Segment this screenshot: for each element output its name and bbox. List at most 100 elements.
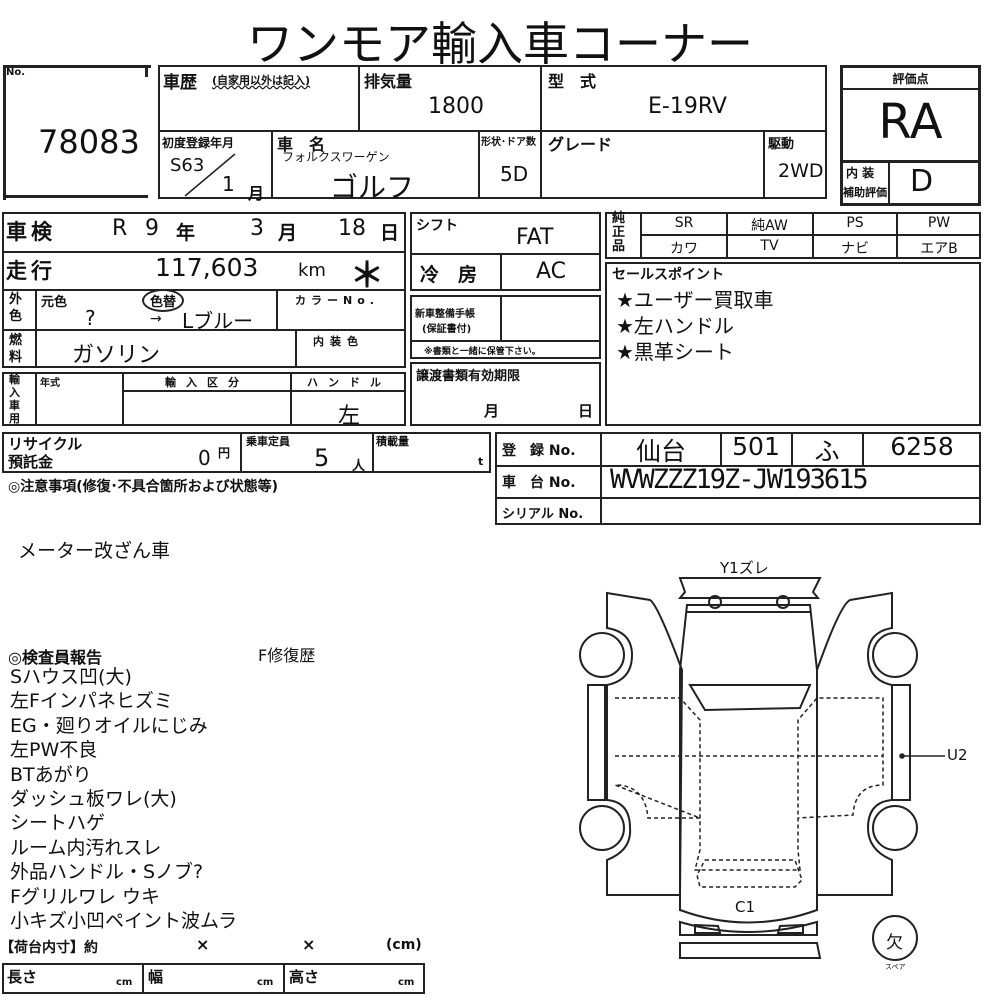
- score-box: [840, 65, 981, 206]
- interior-score-sublabel: 補助評価: [843, 186, 887, 199]
- lot-box-corner: [145, 65, 148, 77]
- options-table: [605, 212, 981, 259]
- car-name: ゴルフ: [330, 171, 415, 204]
- serial-label: シリアル No.: [502, 507, 584, 522]
- maintenance-label: 新車整備手帳: [415, 309, 475, 320]
- report-item: BTあがり: [10, 763, 92, 786]
- color-no-label: カラーNo.: [295, 294, 379, 307]
- lot-box-bottom: [3, 195, 148, 198]
- notes-label: ◎注意事項(修復･不具合箇所および状態等): [8, 479, 279, 495]
- divider: [158, 130, 827, 132]
- divider: [122, 372, 124, 426]
- drive-value: 2WD: [778, 160, 824, 182]
- recycle-sublabel: 預託金: [8, 453, 54, 471]
- divider: [410, 340, 601, 342]
- damage-label-right-sill: U2: [947, 746, 968, 764]
- handle-value: 左: [338, 404, 361, 429]
- divider: [600, 432, 602, 525]
- sheet-title: ワンモア輸入車コーナー: [247, 17, 753, 71]
- times-sign: ×: [302, 935, 316, 954]
- shift-value: FAT: [516, 225, 554, 250]
- inspection-day: 18: [338, 216, 366, 241]
- report-item: 左PW不良: [10, 739, 98, 762]
- cm-unit: cm: [257, 977, 274, 988]
- cargo-label: 【荷台内寸】約: [0, 940, 98, 956]
- divider: [276, 289, 278, 330]
- arrow-icon: →: [150, 311, 162, 327]
- transfer-label: 譲渡書類有効期限: [416, 369, 521, 384]
- lot-number: 78083: [38, 123, 140, 161]
- lot-box: [3, 65, 151, 200]
- report-item: シートハゲ: [10, 812, 106, 835]
- divider: [271, 130, 273, 199]
- load-label: 積載量: [376, 435, 409, 448]
- maintenance-block: [410, 295, 601, 359]
- import-block: [2, 372, 406, 426]
- slash-mark: [184, 153, 236, 197]
- year-unit: 年: [176, 222, 196, 244]
- sales-point: ★黒革シート: [616, 340, 734, 364]
- report-item: 小キズ小凹ペイント波ムラ: [10, 909, 238, 932]
- handle-label: ハンドル: [307, 376, 391, 389]
- car-diagram: [579, 577, 945, 961]
- notes-text: メーター改ざん車: [18, 540, 171, 562]
- divider: [640, 212, 642, 259]
- mileage-value: 117,603: [155, 253, 259, 282]
- divider: [2, 251, 406, 253]
- registration-class: 501: [732, 432, 780, 461]
- interior-color-label: 内装色: [313, 335, 364, 348]
- shift-ac-block: [410, 212, 601, 291]
- damage-label-rear-bumper: Y1ズレ: [720, 559, 769, 577]
- divider: [478, 130, 480, 199]
- first-reg-year: S63: [170, 155, 205, 176]
- cm-unit: cm: [398, 977, 415, 988]
- score-value: RA: [878, 94, 943, 150]
- cargo-table: [2, 963, 425, 994]
- transfer-block: [410, 362, 601, 426]
- doors-label: 形状･ドア数: [481, 137, 536, 148]
- grade-label: グレード: [548, 135, 613, 154]
- option-item: PW: [927, 215, 951, 231]
- recycle-unit: 円: [218, 446, 231, 460]
- times-sign: ×: [196, 935, 210, 954]
- divider: [726, 212, 728, 259]
- report-item: Fグリルワレ ウキ: [10, 885, 160, 908]
- history-label: 車歴: [163, 73, 197, 93]
- fuel-value: ガソリン: [72, 343, 161, 368]
- lot-label: No.: [6, 67, 26, 78]
- option-item: SR: [674, 215, 694, 231]
- divider: [410, 253, 601, 255]
- maintenance-sublabel: (保証書付): [422, 324, 472, 335]
- mileage-asterisk: ＊: [350, 256, 384, 296]
- cargo-unit: (cm): [386, 937, 422, 953]
- report-item: ダッシュ板ワレ(大): [10, 787, 177, 810]
- import-label: 輸入車用: [9, 373, 20, 425]
- color-label: 外色: [9, 292, 23, 324]
- recycle-row: [2, 432, 491, 473]
- transfer-month-unit: 月: [484, 402, 500, 420]
- load-unit: t: [478, 455, 484, 468]
- maintenance-note: ※書類と一緒に保管下さい。: [424, 347, 541, 357]
- divider: [812, 212, 814, 259]
- inspection-era: R: [112, 216, 128, 241]
- divider: [840, 88, 981, 90]
- divider: [791, 432, 793, 466]
- registration-table: [495, 432, 981, 525]
- option-item: PS: [846, 215, 864, 231]
- option-item: ナビ: [841, 241, 869, 257]
- cargo-length-label: 長さ: [7, 968, 38, 986]
- report-item: ルーム内汚れスレ: [10, 836, 162, 859]
- ac-label: 冷 房: [420, 264, 478, 286]
- missing-mark-circle: [872, 915, 918, 961]
- registration-label: 登 録 No.: [502, 443, 576, 459]
- displacement-label: 排気量: [364, 72, 413, 91]
- divider: [283, 963, 285, 994]
- sales-points-box: [605, 262, 981, 426]
- option-item: 純AW: [751, 218, 788, 234]
- displacement-value: 1800: [428, 94, 484, 119]
- divider: [862, 432, 864, 466]
- divider: [290, 372, 292, 426]
- first-reg-month: 1: [222, 172, 235, 196]
- car-body-outline: [677, 577, 822, 959]
